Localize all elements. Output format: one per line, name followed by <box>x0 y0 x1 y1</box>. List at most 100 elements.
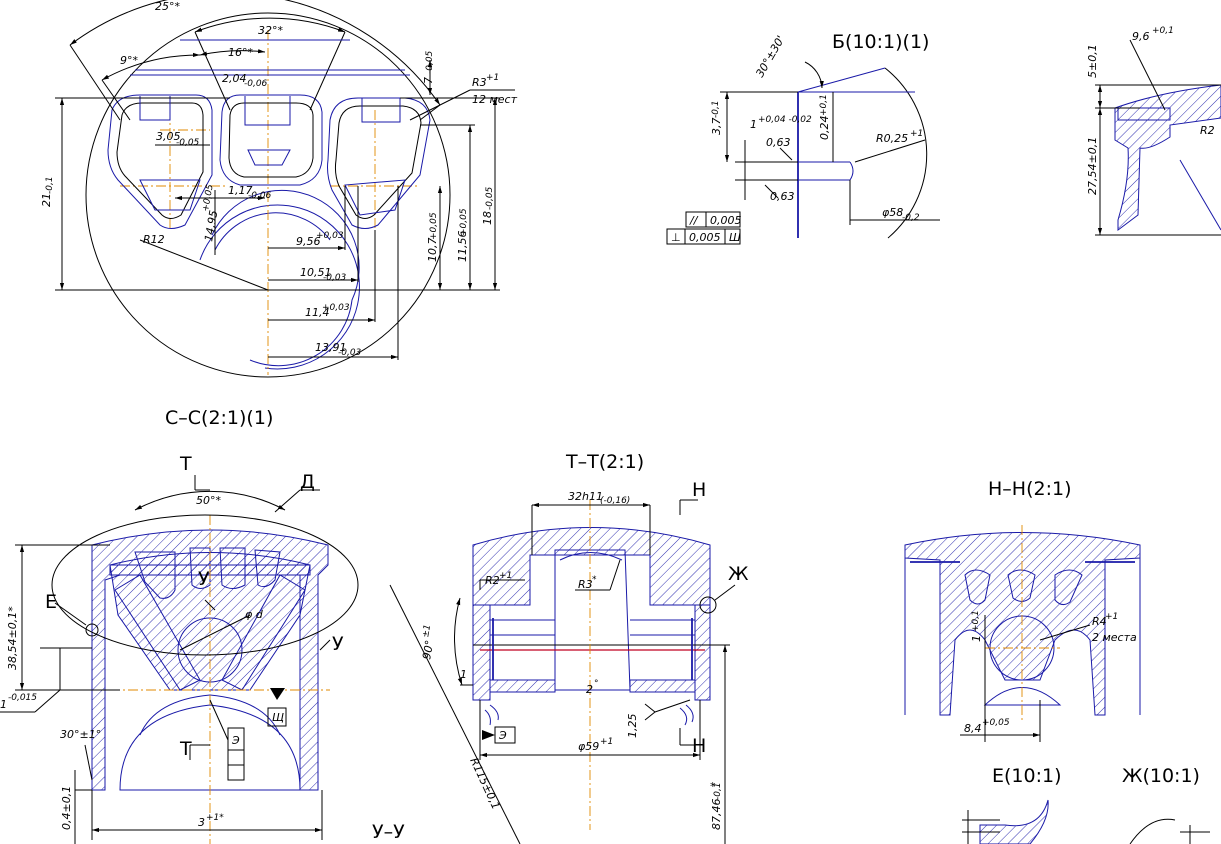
dim-11-4: 11,4 <box>305 306 330 319</box>
dim-11-56: 11,56 <box>456 231 469 263</box>
view-detail-b: Б(10:1)(1) 30°±30' 3,7 -0,1 1 +0,04 -0,0… <box>666 31 940 245</box>
dim-90deg-tol: ±1 <box>421 624 433 639</box>
dim-hh-r4: R4 <box>1092 615 1107 628</box>
label-u2: У <box>332 633 344 655</box>
label-t-top: Т <box>179 453 192 475</box>
dim-tt-r2-tol: +1 <box>499 571 512 581</box>
dim-10-7-tol: +0,05 <box>429 212 439 240</box>
dim-9-56: 9,56 <box>296 235 321 248</box>
tol-parallel-sym: // <box>689 214 699 227</box>
view-section-hh: Н–Н(2:1) R4 +1 2 места 1 +0,1 8,4 +0,05 <box>904 478 1141 742</box>
dim-1: 1 <box>0 698 7 711</box>
dim-11-56-tol: +0,05 <box>459 208 469 236</box>
dim-phi59-tol: +1 <box>600 737 613 747</box>
dim-13-91: 13,91 <box>315 341 347 354</box>
dim-b-1: 1 <box>750 118 757 131</box>
view-detail-zh: Ж(10:1) <box>1122 765 1210 844</box>
tol-parallel-val: 0,005 <box>710 214 742 227</box>
dim-87-46: 87,46 <box>710 799 723 831</box>
title-e: Е(10:1) <box>992 765 1062 787</box>
dim-18-tol: -0,05 <box>485 186 495 210</box>
dim-b-3-7-tol: -0,1 <box>711 100 721 118</box>
dim-b-0-24: 0,24 <box>818 116 831 141</box>
dim-21-tol: -0,1 <box>45 176 55 194</box>
dim-9-56-tol: +0,03 <box>316 231 344 241</box>
dim-1-25: 1,25 <box>626 714 639 739</box>
dim-2-04-tol: -0,06 <box>244 79 268 89</box>
dim-3-tol: +1* <box>206 813 224 823</box>
dim-2-04: 2,04 <box>222 72 247 85</box>
dim-3: 3 <box>198 816 205 829</box>
view-detail-e: Е(10:1) <box>962 765 1062 844</box>
dim-90deg: 90° <box>420 639 436 660</box>
label-t-bottom: Т <box>179 738 192 760</box>
title-cc: С–С(2:1)(1) <box>165 407 273 429</box>
dim-b-angle: 30°±30' <box>753 33 787 79</box>
dim-14-95: 14,95 <box>202 209 220 242</box>
dim-38-54: 38,54±0,1* <box>6 606 19 670</box>
label-n-bottom: Н <box>692 735 706 757</box>
dim-b-0-63a: 0,63 <box>766 136 791 149</box>
dim-3-05: 3,05 <box>156 130 181 143</box>
tol-perp-sym: ⊥ <box>671 231 681 244</box>
dim-b-3-7: 3,7 <box>710 118 723 136</box>
view-section-cc: С–С(2:1)(1) <box>0 407 359 844</box>
view-right-partial: 9,6 +0,1 5±0,1 27,54±0,1 R2 <box>1086 26 1221 236</box>
title-tt: Т–Т(2:1) <box>565 451 644 473</box>
label-u1: У <box>198 568 210 590</box>
dim-r3-tol: +1 <box>486 73 499 83</box>
title-zh: Ж(10:1) <box>1122 765 1200 787</box>
dim-10-7: 10,7 <box>426 238 439 263</box>
label-z: Э <box>231 734 240 747</box>
dim-b-r025: R0,25 <box>876 132 908 145</box>
dim-hh-1: 1 <box>970 635 983 642</box>
title-uu: У–У <box>372 821 405 843</box>
dim-7-tol: -0,05 <box>425 50 435 74</box>
dim-r-9-6-tol: +0,1 <box>1152 26 1174 36</box>
label-sh: Щ <box>272 711 284 724</box>
dim-hh-r4-tol: +1 <box>1105 612 1118 622</box>
view-section-tt: Т–Т(2:1) <box>389 451 749 844</box>
dim-50deg: 50°* <box>196 494 221 507</box>
dim-phi-d: φ d <box>245 608 264 621</box>
note-2-places: 2 места <box>1092 631 1137 644</box>
label-d: Д <box>300 471 315 493</box>
dim-tt-r3-tol: * <box>592 575 597 585</box>
dim-87-46-tol: -0,1 <box>713 782 723 800</box>
view-top-circle: 25°* 32°* 16°* 9°* 7 -0,05 2,04 -0,06 3,… <box>40 0 518 378</box>
dim-14-95-tol: +0,05 <box>201 183 216 212</box>
tol-perp-ref: Ш <box>729 231 741 244</box>
dim-11-4-tol: +0,03 <box>322 303 350 313</box>
dim-32h11-tol: (-0,16) <box>600 496 630 506</box>
dim-r12: R12 <box>143 233 165 246</box>
dim-r-9-6: 9,6 <box>1132 30 1150 43</box>
dim-8-4-tol: +0,05 <box>982 718 1010 728</box>
dim-10-51-tol: -0,03 <box>323 273 347 283</box>
dim-b-0-63b: 0,63 <box>770 190 795 203</box>
title-b: Б(10:1)(1) <box>832 31 929 53</box>
dim-b-0-24-tol: +0,1 <box>819 94 829 116</box>
label-n-top: Н <box>692 479 706 501</box>
dim-0-4: 0,4±0,1 <box>60 786 73 830</box>
dim-b-1-tol: +0,04 -0,02 <box>758 115 812 125</box>
dim-13-91-tol: -0,03 <box>338 348 362 358</box>
label-tt-z: Э <box>498 729 507 742</box>
dim-18: 18 <box>481 211 494 225</box>
dim-r-5: 5±0,1 <box>1086 44 1099 78</box>
dim-32h11: 32h11 <box>568 490 603 503</box>
dim-hh-1-tol: +0,1 <box>971 610 981 632</box>
dim-8-4: 8,4 <box>964 722 982 735</box>
dim-r-r2: R2 <box>1200 124 1215 137</box>
dim-1-17: 1,17 <box>228 184 253 197</box>
dim-32deg: 32°* <box>258 24 283 37</box>
dim-b-58-tol: -0,2 <box>902 213 920 223</box>
dim-1-tol: -0,015 <box>8 693 37 703</box>
dim-30deg: 30°±1° <box>60 728 101 741</box>
dim-tt-2: 2 <box>586 683 593 696</box>
dim-r-27-54: 27,54±0,1 <box>1086 137 1099 195</box>
dim-1-17-tol: -0,06 <box>248 191 272 201</box>
dim-3-05-tol: -0,05 <box>176 138 200 148</box>
dim-r3: R3 <box>472 76 487 89</box>
label-e: Е <box>45 591 57 613</box>
